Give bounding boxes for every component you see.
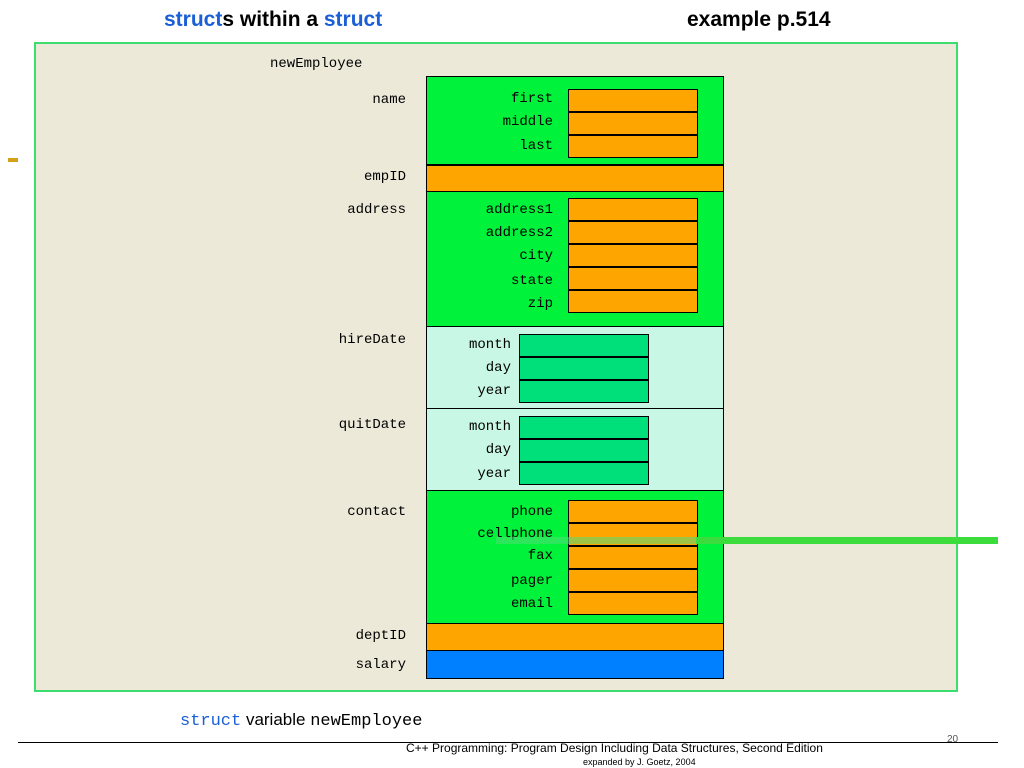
member-label-deptID: deptID — [355, 628, 406, 644]
example-reference: example p.514 — [687, 8, 831, 31]
field-label-year: year — [477, 466, 511, 482]
highlight-bar-faded — [496, 537, 696, 544]
member-label-hireDate: hireDate — [338, 332, 406, 348]
field-cell-email — [568, 592, 698, 615]
member-label-contact: contact — [347, 504, 406, 520]
highlight-bar — [696, 537, 998, 544]
field-label-month: month — [468, 419, 511, 435]
root-label: newEmployee — [270, 56, 363, 72]
caption-keyword: struct — [180, 712, 242, 731]
field-label-city: city — [519, 248, 553, 264]
field-label-email: email — [510, 596, 553, 612]
contact-struct-box: phone cellphone fax pager email — [426, 490, 724, 624]
member-label-empID: empID — [363, 169, 406, 185]
field-cell-address2 — [568, 221, 698, 244]
quitDate-struct-box: month day year — [426, 408, 724, 491]
page-number: 20 — [947, 734, 959, 745]
field-cell-last — [568, 135, 698, 158]
field-cell-fax — [568, 546, 698, 569]
footer-author: expanded by J. Goetz, 2004 — [583, 757, 696, 767]
field-label-day: day — [485, 360, 511, 376]
field-cell-day — [519, 357, 649, 380]
field-cell-state — [568, 267, 698, 290]
field-cell-phone — [568, 500, 698, 523]
field-cell-middle — [568, 112, 698, 135]
member-label-address: address — [347, 202, 406, 218]
field-cell-year — [519, 462, 649, 485]
field-cell-address1 — [568, 198, 698, 221]
field-label-address2: address2 — [485, 225, 553, 241]
footer-course: C++ Programming: Program Design Includin… — [406, 741, 823, 755]
caption-variable: newEmployee — [310, 712, 423, 731]
field-cell-year — [519, 380, 649, 403]
field-label-phone: phone — [510, 504, 553, 520]
field-cell-pager — [568, 569, 698, 592]
field-cell-zip — [568, 290, 698, 313]
field-cell-month — [519, 334, 649, 357]
field-label-zip: zip — [527, 296, 553, 312]
salary-box — [426, 650, 724, 679]
diagram-caption: struct variable newEmployee — [180, 710, 422, 731]
title-text: s within a — [222, 8, 324, 31]
field-label-pager: pager — [510, 573, 553, 589]
address-struct-box: address1 address2 city state zip — [426, 191, 724, 327]
title-keyword-struct: struct — [164, 8, 223, 31]
field-label-middle: middle — [502, 114, 553, 130]
field-label-fax: fax — [527, 548, 553, 564]
field-label-first: first — [510, 91, 553, 107]
bullet-marker — [8, 158, 18, 162]
field-label-year: year — [477, 383, 511, 399]
title-keyword-struct-2: struct — [323, 8, 383, 31]
field-cell-day — [519, 439, 649, 462]
field-label-address1: address1 — [485, 202, 553, 218]
field-cell-city — [568, 244, 698, 267]
field-label-month: month — [468, 337, 511, 353]
empID-box — [426, 165, 724, 192]
field-label-last: last — [519, 138, 553, 154]
footer-divider — [18, 742, 998, 743]
deptID-box — [426, 623, 724, 651]
member-label-salary: salary — [355, 657, 406, 673]
member-label-name: name — [372, 92, 406, 108]
field-cell-first — [568, 89, 698, 112]
hireDate-struct-box: month day year — [426, 326, 724, 409]
field-label-day: day — [485, 442, 511, 458]
slide-title: structs within a struct — [164, 8, 382, 32]
field-cell-month — [519, 416, 649, 439]
field-label-state: state — [510, 273, 553, 289]
caption-text: variable — [241, 710, 311, 729]
member-label-quitDate: quitDate — [338, 417, 406, 433]
name-struct-box: first middle last — [426, 76, 724, 165]
